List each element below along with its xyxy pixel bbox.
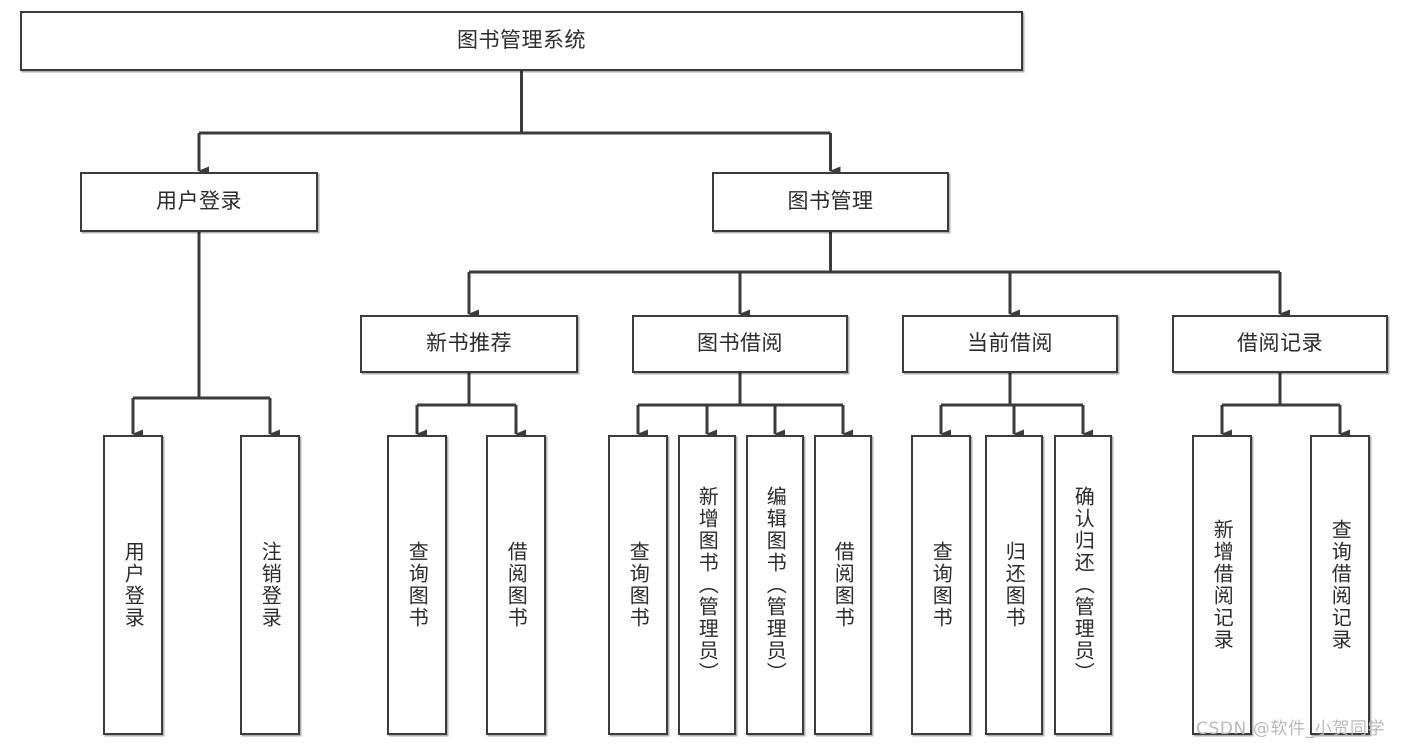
node-label-l_queryrec: 查询借阅记录 [1328,519,1353,651]
node-label-l_borrow2: 借阅图书 [831,541,856,629]
node-l_query1[interactable]: 查询图书 [387,435,447,735]
csdn-watermark: CSDN @软件_小贺同学 [1196,719,1386,739]
node-l_borrow1[interactable]: 借阅图书 [486,435,546,735]
node-l_logout[interactable]: 注销登录 [240,435,300,735]
node-label-l_confirm: 确认归还（管理员） [1071,486,1096,684]
node-label-l_query1: 查询图书 [405,541,430,629]
node-label-l_editbook: 编辑图书（管理员） [763,486,788,684]
node-current[interactable]: 当前借阅 [902,315,1118,373]
node-label-record: 借阅记录 [1237,331,1323,356]
node-l_borrow2[interactable]: 借阅图书 [814,435,872,735]
node-label-l_return: 归还图书 [1002,541,1027,629]
node-label-l_addrec: 新增借阅记录 [1210,519,1235,651]
node-label-l_logout: 注销登录 [258,541,283,629]
node-newbook[interactable]: 新书推荐 [360,315,578,373]
node-borrow[interactable]: 图书借阅 [632,315,848,373]
node-label-l_addbook: 新增图书（管理员） [695,486,720,684]
node-l_userlogin[interactable]: 用户登录 [103,435,163,735]
node-bookmgmt[interactable]: 图书管理 [712,172,949,232]
node-label-l_borrow1: 借阅图书 [504,541,529,629]
node-l_queryrec[interactable]: 查询借阅记录 [1310,435,1370,735]
node-label-borrow: 图书借阅 [697,331,783,356]
node-label-l_query3: 查询图书 [929,541,954,629]
node-label-bookmgmt: 图书管理 [787,189,874,214]
node-root[interactable]: 图书管理系统 [20,11,1023,71]
node-label-newbook: 新书推荐 [426,331,512,356]
node-label-root: 图书管理系统 [457,28,586,53]
node-l_query2[interactable]: 查询图书 [608,435,668,735]
node-l_addbook[interactable]: 新增图书（管理员） [678,435,736,735]
node-l_confirm[interactable]: 确认归还（管理员） [1054,435,1112,735]
node-label-l_query2: 查询图书 [626,541,651,629]
node-label-l_userlogin: 用户登录 [121,541,146,629]
node-l_addrec[interactable]: 新增借阅记录 [1192,435,1252,735]
node-l_return[interactable]: 归还图书 [985,435,1043,735]
node-label-login: 用户登录 [156,189,242,214]
node-label-current: 当前借阅 [967,331,1053,356]
node-record[interactable]: 借阅记录 [1172,315,1388,373]
node-l_editbook[interactable]: 编辑图书（管理员） [746,435,804,735]
node-l_query3[interactable]: 查询图书 [911,435,971,735]
node-login[interactable]: 用户登录 [80,172,318,232]
